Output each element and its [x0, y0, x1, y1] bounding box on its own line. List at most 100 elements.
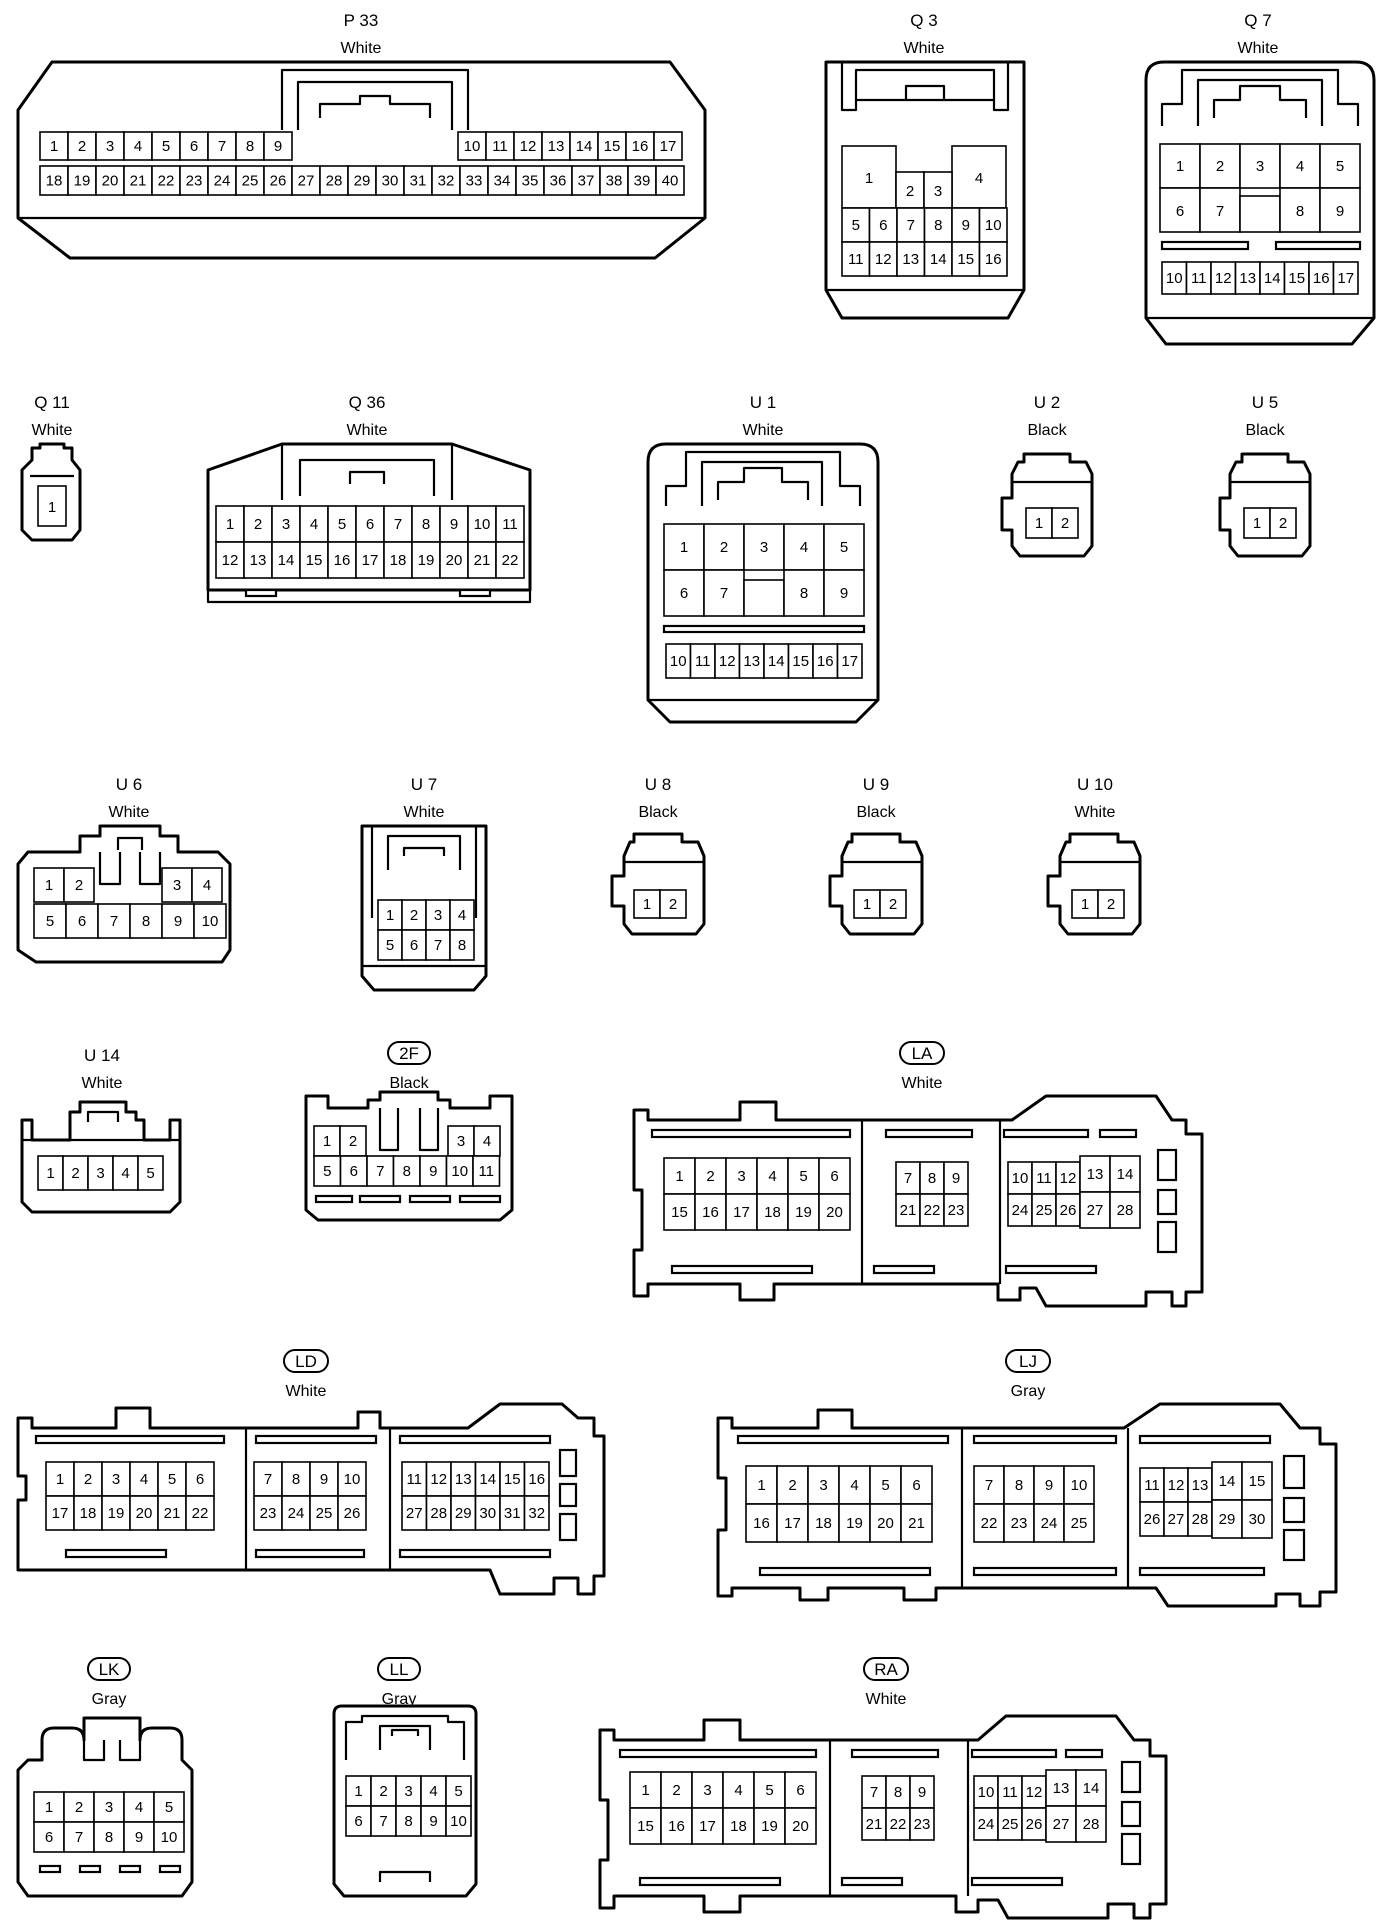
pin-cell: [653, 131, 683, 161]
pin-cell: [63, 867, 95, 903]
pin-cell: [1025, 507, 1053, 539]
pin-cell: [900, 1503, 933, 1543]
pin-number: 28: [326, 173, 343, 190]
pin-number: 17: [784, 1515, 801, 1532]
pin-number: 20: [792, 1818, 809, 1835]
pin-cell: [33, 1821, 65, 1853]
pin-number: 8: [422, 516, 430, 533]
pin-cell: [1199, 143, 1241, 189]
connector-code: P 33: [344, 11, 379, 30]
pin-number: 5: [881, 1477, 889, 1494]
pin-number: 8: [934, 217, 942, 234]
pin-cell: [123, 165, 153, 196]
pin-cell: [281, 1495, 311, 1531]
pin-number: 16: [817, 653, 834, 670]
pin-cell: [129, 903, 163, 939]
pin-cell: [366, 1155, 395, 1187]
pin-number: 3: [1256, 158, 1264, 175]
pin-number: 22: [924, 1202, 941, 1219]
pin-number: 13: [1239, 270, 1256, 287]
pin-number: 3: [404, 1783, 412, 1800]
pin-number: 12: [1215, 270, 1232, 287]
connector-color: White: [902, 1075, 943, 1092]
pin-cell: [179, 131, 209, 161]
pin-cell: [401, 929, 427, 961]
pin-number: 26: [344, 1505, 361, 1522]
pin-cell: [472, 1155, 501, 1187]
svg-text:9: 9: [840, 585, 848, 602]
pin-number: 1: [641, 1782, 649, 1799]
pin-cell: [978, 207, 1008, 243]
pin-number: 3: [282, 516, 290, 533]
pin-cell: [370, 1775, 397, 1807]
pin-number: 3: [737, 1168, 745, 1185]
pin-number: 6: [354, 1813, 362, 1830]
pin-number: 25: [1071, 1515, 1088, 1532]
pin-number: 1: [45, 877, 53, 894]
pin-number: 24: [1041, 1515, 1058, 1532]
pin-number: 5: [454, 1783, 462, 1800]
pin-cell: [743, 523, 785, 571]
pin-cell: [807, 1503, 840, 1543]
svg-text:2: 2: [906, 183, 914, 200]
pin-number: 9: [135, 1829, 143, 1846]
pin-number: 1: [643, 896, 651, 913]
pin-number: 14: [1083, 1780, 1100, 1797]
connector-code: LK: [99, 1660, 120, 1679]
pin-cell: [467, 541, 497, 579]
svg-text:1: 1: [865, 170, 873, 187]
pin-number: 9: [1045, 1477, 1053, 1494]
svg-text:7: 7: [720, 585, 728, 602]
pin-number: 2: [1216, 158, 1224, 175]
pin-number: 4: [483, 1133, 491, 1150]
pin-number: 16: [668, 1818, 685, 1835]
pin-number: 2: [349, 1133, 357, 1150]
pin-number: 13: [1087, 1166, 1104, 1183]
pin-number: 8: [403, 1163, 411, 1180]
pin-cell: [885, 1775, 911, 1809]
pin-number: 12: [520, 138, 537, 155]
pin-number: 26: [270, 173, 287, 190]
pin-cell: [395, 1805, 422, 1837]
connector-code: Q 7: [1244, 11, 1271, 30]
pin-cell: [997, 1775, 1023, 1809]
pin-number: 3: [173, 877, 181, 894]
pin-number: 9: [962, 217, 970, 234]
pin-cell: [151, 131, 181, 161]
pin-number: 9: [450, 516, 458, 533]
pin-cell: [663, 1157, 696, 1195]
pin-cell: [313, 1125, 341, 1157]
pin-number: 10: [344, 1471, 361, 1488]
pin-cell: [153, 1821, 185, 1853]
svg-text:7: 7: [1216, 203, 1224, 220]
pin-number: 4: [134, 138, 142, 155]
connector-code-oval: [1005, 1349, 1051, 1373]
pin-number: 10: [474, 516, 491, 533]
pin-number: 7: [379, 1813, 387, 1830]
pin-number: 11: [406, 1471, 422, 1488]
pin-number: 7: [394, 516, 402, 533]
pin-cell: [1161, 261, 1188, 295]
pin-cell: [909, 1775, 935, 1809]
pin-number: 2: [720, 539, 728, 556]
pin-number: 7: [376, 1163, 384, 1180]
pin-number: 26: [1060, 1202, 1077, 1219]
connector-code-oval: [87, 1657, 131, 1681]
pin-cell: [445, 1775, 472, 1807]
pin-cell: [694, 1193, 727, 1231]
connector-code: LJ: [1019, 1352, 1037, 1371]
pin-number: 18: [80, 1505, 97, 1522]
